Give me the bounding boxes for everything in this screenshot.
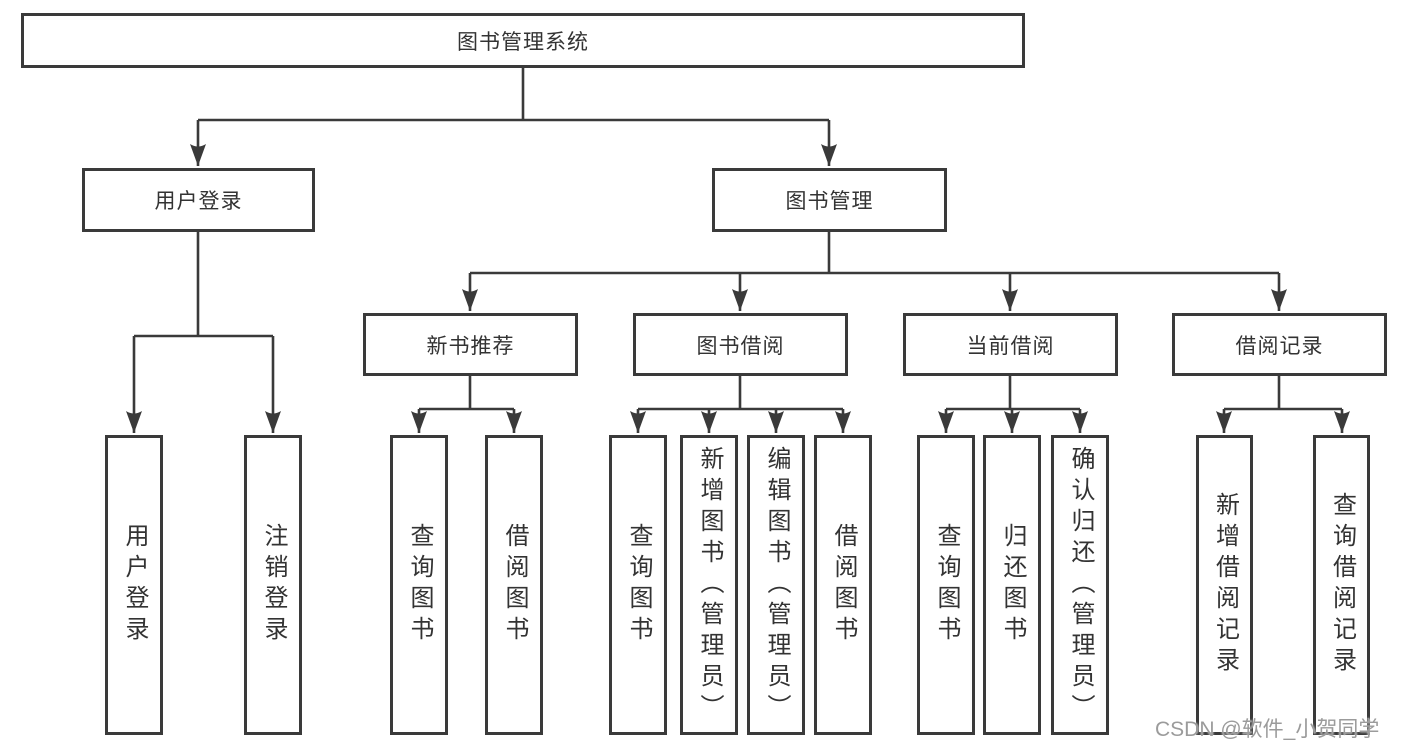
- node-borrow-records: 借阅记录: [1172, 313, 1387, 376]
- leaf-query-books-current: 查询图书: [917, 435, 975, 735]
- node-root-system: 图书管理系统: [21, 13, 1025, 68]
- node-book-borrowing: 图书借阅: [633, 313, 848, 376]
- leaf-add-borrow-record: 新增借阅记录: [1196, 435, 1253, 735]
- leaf-query-books-recommend: 查询图书: [390, 435, 448, 735]
- node-user-login: 用户登录: [82, 168, 315, 232]
- leaf-query-borrow-record: 查询借阅记录: [1313, 435, 1370, 735]
- leaf-return-books: 归还图书: [983, 435, 1041, 735]
- leaf-query-books-borrow: 查询图书: [609, 435, 667, 735]
- node-new-book-recommend: 新书推荐: [363, 313, 578, 376]
- leaf-confirm-return-admin: 确认归还（管理员）: [1051, 435, 1109, 735]
- node-book-management: 图书管理: [712, 168, 947, 232]
- leaf-borrow-books: 借阅图书: [814, 435, 872, 735]
- leaf-user-login: 用户登录: [105, 435, 163, 735]
- node-current-borrowing: 当前借阅: [903, 313, 1118, 376]
- leaf-logout: 注销登录: [244, 435, 302, 735]
- leaf-borrow-books-recommend: 借阅图书: [485, 435, 543, 735]
- leaf-add-books-admin: 新增图书（管理员）: [680, 435, 738, 735]
- leaf-edit-books-admin: 编辑图书（管理员）: [747, 435, 805, 735]
- csdn-watermark: CSDN @软件_小贺同学: [1155, 718, 1380, 741]
